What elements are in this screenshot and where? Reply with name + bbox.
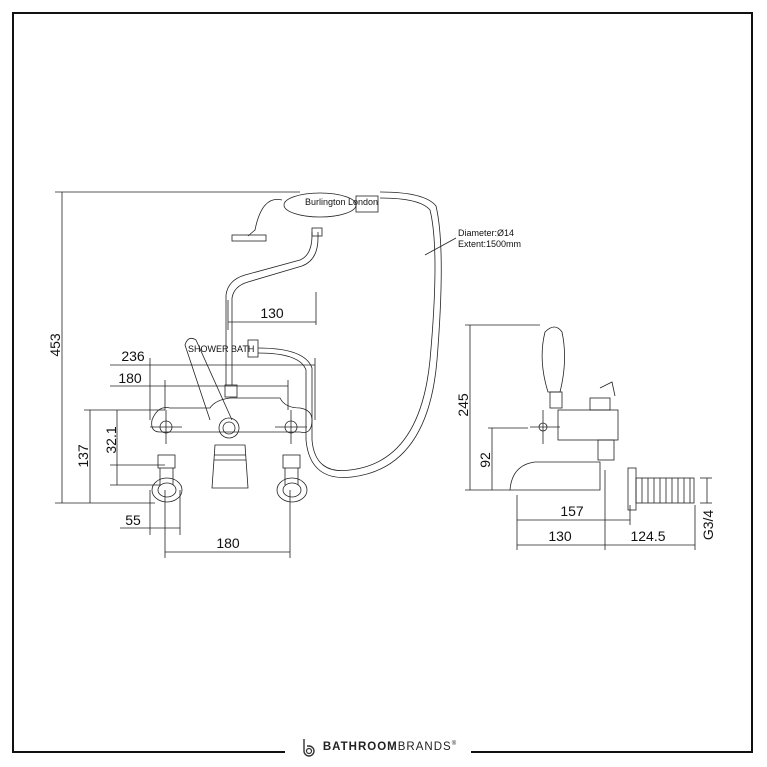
svg-text:92: 92 [477, 452, 493, 468]
threaded-inlet [635, 477, 695, 504]
brand-name-bold: BATHROOM [322, 741, 398, 753]
svg-text:G3/4: G3/4 [700, 510, 716, 541]
svg-text:130: 130 [260, 305, 284, 321]
dim-180-bottom: 180 [164, 490, 291, 558]
dim-137: 137 [75, 409, 165, 503]
dim-55: 55 [120, 490, 181, 535]
svg-text:55: 55 [125, 512, 141, 528]
front-view-tap: SHOWER BATH Burlington London [150, 191, 457, 503]
dim-130-handset: 130 [227, 292, 317, 330]
svg-text:SHOWER BATH: SHOWER BATH [188, 344, 254, 354]
svg-text:157: 157 [560, 503, 584, 519]
hose-extent-note: Extent:1500mm [458, 239, 521, 249]
dim-g3-4: G3/4 [700, 477, 716, 541]
lever-handle [541, 326, 565, 393]
dim-245: 245 [455, 324, 540, 491]
cross-handle-left [150, 410, 182, 444]
dim-236: 236 [110, 348, 316, 420]
svg-text:32.1: 32.1 [103, 426, 119, 453]
dim-32-1: 32.1 [103, 410, 165, 486]
cross-handle-right [275, 410, 307, 444]
svg-text:137: 137 [75, 444, 91, 468]
svg-text:236: 236 [121, 348, 145, 364]
svg-text:453: 453 [47, 333, 63, 357]
dim-180-top: 180 [110, 370, 289, 410]
brand-name-light: BRANDS [397, 741, 452, 753]
dim-130-side: 130 124.5 [517, 470, 696, 550]
brand-registered-mark: ® [451, 741, 458, 748]
svg-text:124.5: 124.5 [630, 528, 665, 544]
svg-text:180: 180 [216, 535, 240, 551]
svg-text:Burlington London: Burlington London [305, 197, 378, 207]
brand-logo: BATHROOMBRANDS® [285, 736, 471, 758]
brand-b-icon [303, 739, 315, 757]
svg-text:180: 180 [118, 370, 142, 386]
svg-text:130: 130 [548, 528, 572, 544]
dim-453: 453 [47, 191, 300, 504]
hose-diameter-note: Diameter:Ø14 [458, 228, 514, 238]
dim-157: 157 [516, 495, 631, 550]
diverter-lever [184, 337, 233, 421]
svg-text:245: 245 [455, 393, 471, 417]
dim-92: 92 [477, 427, 528, 490]
side-view-tap [509, 326, 695, 511]
